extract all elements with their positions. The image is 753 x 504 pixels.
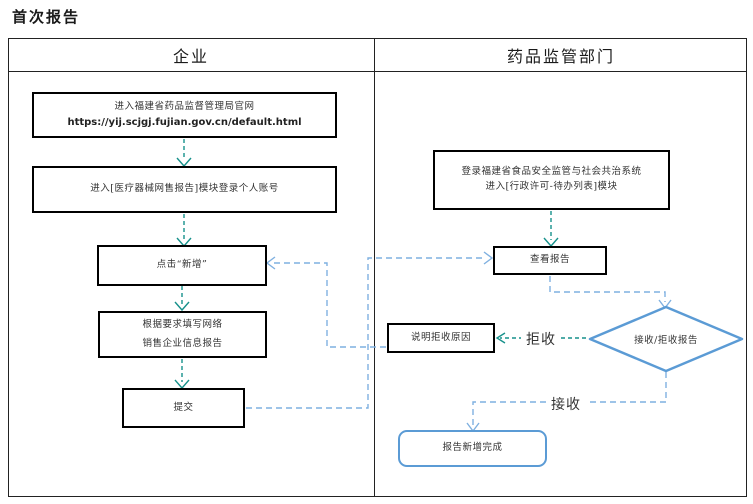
- lane-header-regulator: 药品监管部门: [375, 38, 747, 72]
- decision-diamond-label: 接收/拒收报告: [634, 335, 698, 346]
- edge-label-accept: 接收: [546, 394, 586, 414]
- node-submit-label: 提交: [173, 401, 194, 413]
- node-regulator-login-line1: 登录福建省食品安全监管与社会共治系统: [461, 166, 642, 178]
- node-regulator-login-line2: 进入[行政许可-待办列表]模块: [485, 181, 618, 192]
- node-view-report-label: 查看报告: [529, 254, 570, 266]
- node-report-complete: 报告新增完成: [398, 430, 547, 467]
- page-title: 首次报告: [12, 8, 81, 26]
- edge-label-reject: 拒收: [521, 329, 561, 349]
- swimlane-frame: [8, 38, 747, 497]
- node-enter-website-line1: 进入福建省药品监督管理局官网: [114, 100, 255, 112]
- node-explain-reject: 说明拒收原因: [387, 323, 495, 353]
- lane-divider: [374, 38, 375, 497]
- decision-diamond: [588, 305, 744, 373]
- node-regulator-login: 登录福建省食品安全监管与社会共治系统 进入[行政许可-待办列表]模块: [433, 150, 670, 210]
- node-login-module-label: 进入[医疗器械网售报告]模块登录个人账号: [90, 183, 279, 195]
- node-click-add: 点击“新增”: [97, 245, 267, 286]
- node-report-complete-label: 报告新增完成: [442, 442, 503, 454]
- node-enter-website: 进入福建省药品监督管理局官网 https://yij.scjgj.fujian.…: [32, 92, 337, 138]
- node-fill-report: 根据要求填写网络 销售企业信息报告: [98, 311, 267, 358]
- blue-connectors: [246, 251, 672, 433]
- node-fill-report-line2: 销售企业信息报告: [142, 337, 223, 349]
- node-submit: 提交: [122, 388, 245, 428]
- lane-header-enterprise: 企业: [8, 38, 374, 72]
- node-enter-website-url: https://yij.scjgj.fujian.gov.cn/default.…: [67, 116, 302, 128]
- node-login-module: 进入[医疗器械网售报告]模块登录个人账号: [32, 166, 337, 213]
- node-click-add-label: 点击“新增”: [156, 259, 208, 271]
- node-view-report: 查看报告: [493, 246, 607, 275]
- node-fill-report-line1: 根据要求填写网络: [142, 319, 223, 331]
- node-explain-reject-label: 说明拒收原因: [410, 331, 471, 343]
